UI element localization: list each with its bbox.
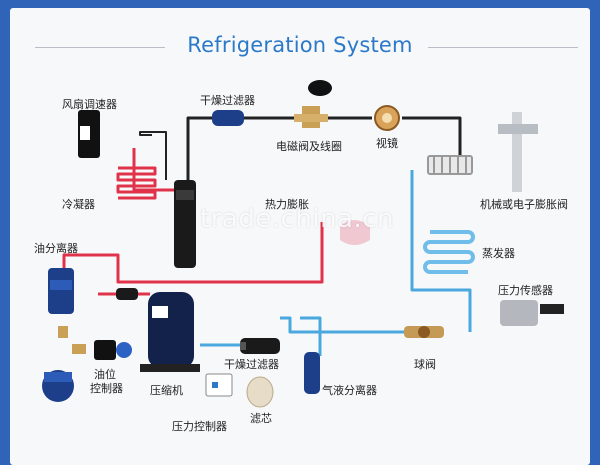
liquid-pipe-receiver-up xyxy=(186,116,212,190)
sight-glass-icon xyxy=(374,105,400,131)
label-compressor: 压缩机 xyxy=(150,384,183,397)
compressor-icon xyxy=(140,292,200,372)
label-fan-speed-controller: 风扇调速器 xyxy=(62,98,117,111)
label-expansion-valve-partial: 机械或电子膨胀阀 xyxy=(480,198,568,211)
label-pressure-controller: 压力控制器 xyxy=(172,420,227,433)
oil-return-line xyxy=(139,131,167,180)
watermark-text: trade.china.cn xyxy=(200,204,395,234)
label-oil-level-controller-line1: 油位 xyxy=(94,368,116,381)
oil-valve-icon xyxy=(58,326,86,354)
label-oil-level-controller-line2: 控制器 xyxy=(90,382,123,395)
gas-liquid-separator-icon xyxy=(304,352,320,394)
fan-speed-controller-icon xyxy=(78,110,100,158)
evaporator-coil xyxy=(423,230,475,274)
suction-pipe-evap-down xyxy=(410,170,472,332)
label-ball-valve: 球阀 xyxy=(414,358,436,371)
title-rule-right xyxy=(428,47,578,48)
title-rule-left xyxy=(35,47,165,48)
discharge-pipe-condenser-feed xyxy=(132,148,178,192)
suction-pipe-separator-out xyxy=(300,316,322,356)
solenoid-valve-icon xyxy=(294,80,332,128)
dryer-filter-top-icon xyxy=(212,110,244,126)
suction-line xyxy=(200,170,472,356)
label-dryer-filter-top: 干燥过滤器 xyxy=(200,94,255,107)
pressure-controller-icon xyxy=(205,373,233,397)
label-gas-liquid-separator: 气液分离器 xyxy=(322,384,377,397)
expansion-valve-icon xyxy=(498,112,538,192)
label-throttle-partial: 热力膨胀 xyxy=(265,198,309,211)
ball-valve-icon xyxy=(404,326,444,338)
filter-core-icon xyxy=(246,376,274,408)
liquid-receiver-icon xyxy=(174,180,196,268)
liquid-pipe-sightglass-to-evap xyxy=(402,116,462,158)
discharge-pipe-oilsep-to-condenser xyxy=(62,222,324,284)
suction-pipe-ballvalve-to-separator xyxy=(280,316,442,334)
diagram-title: Refrigeration System xyxy=(187,33,413,57)
label-dryer-filter-bottom: 干燥过滤器 xyxy=(224,358,279,371)
diagram-board xyxy=(10,8,590,465)
oil-level-controller-icon xyxy=(94,340,132,360)
label-sight-glass: 视镜 xyxy=(376,137,398,150)
label-evaporator: 蒸发器 xyxy=(482,247,515,260)
condenser-coil xyxy=(116,166,157,200)
oil-filter-icon xyxy=(116,288,138,300)
label-condenser: 冷凝器 xyxy=(62,198,95,211)
label-solenoid-valve: 电磁阀及线圈 xyxy=(276,140,342,153)
pressure-sensor-icon xyxy=(500,300,564,326)
evaporator-fins xyxy=(427,155,473,175)
oil-pump-icon xyxy=(42,370,74,402)
oil-separator-icon xyxy=(48,268,74,314)
thermal-expansion-valve-icon xyxy=(340,220,370,245)
dryer-filter-bottom-icon xyxy=(240,338,280,354)
label-oil-separator: 油分离器 xyxy=(34,242,78,255)
label-filter-core: 滤芯 xyxy=(250,412,272,425)
label-pressure-sensor: 压力传感器 xyxy=(498,284,553,297)
